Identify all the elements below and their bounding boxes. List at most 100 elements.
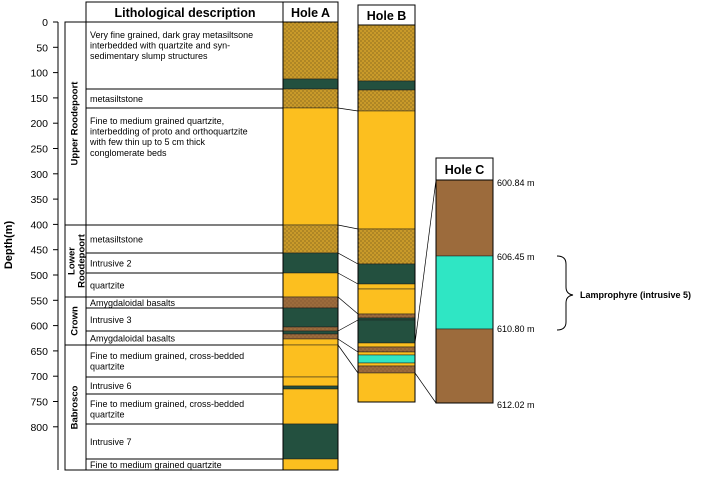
- holeB-layer: [357, 228, 416, 265]
- holeB-layer: [357, 372, 416, 403]
- description-text-d1: sedimentary slump structures: [90, 51, 208, 61]
- hole-a-column: [282, 21, 339, 471]
- hole-c-depth-2: 606.45 m: [497, 252, 535, 262]
- holeB-layer: [357, 288, 416, 315]
- depth-tick-label: 300: [30, 169, 48, 181]
- description-text-d8: Intrusive 3: [90, 315, 132, 325]
- depth-axis-label: Depth(m): [3, 221, 15, 270]
- description-text-d7: Amygdaloidal basalts: [90, 298, 176, 308]
- description-box-d3: [85, 107, 285, 226]
- depth-tick-label: 50: [36, 42, 48, 54]
- description-text-d10: Fine to medium grained, cross-bedded: [90, 351, 244, 361]
- description-box-d13: [85, 423, 285, 460]
- depth-tick-label: 800: [30, 422, 48, 434]
- depth-tick-label: 500: [30, 270, 48, 282]
- correlation-lines: [337, 107, 437, 404]
- holeA-layer: [282, 107, 339, 226]
- holeA-layer: [282, 326, 339, 332]
- depth-axis-ticks: 0501001502002503003504004505005506006507…: [30, 17, 59, 470]
- holeB-layer: [357, 110, 416, 230]
- group-label-lower: LowerRoodepoort: [67, 233, 88, 288]
- correlation-line: [337, 296, 359, 315]
- holeA-layer: [282, 388, 339, 425]
- holeC-layer: [435, 179, 494, 257]
- holeC-layer: [435, 328, 494, 404]
- description-box-d12: [85, 393, 285, 425]
- correlation-line: [337, 272, 359, 285]
- correlation-line: [414, 372, 437, 404]
- description-text-d14: Fine to medium grained quartzite: [90, 460, 222, 470]
- holeA-layer: [282, 376, 339, 387]
- holeA-layer: [282, 224, 339, 254]
- holeA-layer: [282, 296, 339, 309]
- holeA-layer: [282, 330, 339, 335]
- holeB-layer: [357, 80, 416, 91]
- lamprophyre-bracket: [556, 255, 574, 331]
- holeB-layer: [357, 346, 416, 353]
- hole-c-column: [435, 179, 494, 404]
- holeC-layer: [435, 255, 494, 330]
- holeB-layer: [357, 365, 416, 374]
- description-text-d11: Intrusive 6: [90, 381, 132, 391]
- group-label-upper: Upper Roodepoort: [70, 81, 81, 166]
- depth-tick-label: 400: [30, 219, 48, 231]
- holeA-layer: [282, 385, 339, 390]
- description-text-d1: interbedded with quartzite and syn-: [90, 41, 230, 51]
- correlation-line: [337, 107, 359, 112]
- description-text-d3: conglomerate beds: [90, 148, 167, 158]
- hole-c-depth-3: 610.80 m: [497, 324, 535, 334]
- hole-a-title: Hole A: [291, 6, 330, 20]
- holeA-layer: [282, 272, 339, 298]
- holeA-layer: [282, 458, 339, 471]
- holeA-layer: [282, 88, 339, 109]
- description-text-d2: metasiltstone: [90, 94, 143, 104]
- group-label-crown: Crown: [70, 306, 81, 336]
- holeB-layer: [357, 317, 416, 321]
- holeB-layer: [357, 362, 416, 367]
- holeB-layer: [357, 351, 416, 356]
- depth-tick-label: 250: [30, 144, 48, 156]
- lithology-descriptions: Very fine grained, dark gray metasiltson…: [85, 21, 285, 471]
- group-label-babrosco: Babrosco: [70, 385, 81, 429]
- group-label-line: Lower: [67, 247, 78, 275]
- holeA-layer: [282, 252, 339, 274]
- description-text-d3: interbedding of proto and orthoquartzite: [90, 127, 248, 137]
- description-text-d9: Amygdaloidal basalts: [90, 333, 176, 343]
- hole-b-title: Hole B: [367, 9, 407, 23]
- correlation-line: [337, 344, 359, 374]
- holeA-layer: [282, 344, 339, 378]
- correlation-line: [414, 179, 437, 344]
- depth-tick-label: 100: [30, 68, 48, 80]
- description-text-d3: with few thin up to 5 cm thick: [89, 137, 206, 147]
- description-text-d6: quartzite: [90, 280, 125, 290]
- description-text-d10: quartzite: [90, 362, 125, 372]
- holeA-border: [282, 21, 339, 471]
- hole-c-title: Hole C: [445, 163, 485, 177]
- description-text-d12: Fine to medium grained, cross-bedded: [90, 399, 244, 409]
- holeA-layer: [282, 423, 339, 460]
- depth-tick-label: 450: [30, 245, 48, 257]
- holeB-layer: [357, 24, 416, 82]
- holeB-layer: [357, 313, 416, 319]
- depth-tick-label: 550: [30, 295, 48, 307]
- holeA-layer: [282, 21, 339, 80]
- description-text-d13: Intrusive 7: [90, 437, 132, 447]
- description-box-d4: [85, 224, 285, 254]
- correlation-line: [337, 319, 359, 332]
- holeB-layer: [357, 342, 416, 348]
- lithology-title: Lithological description: [115, 6, 256, 20]
- hole-b-column: [357, 24, 416, 403]
- description-text-d4: metasiltstone: [90, 234, 143, 244]
- holeB-layer: [357, 89, 416, 112]
- correlation-line: [337, 224, 359, 230]
- holeA-layer: [282, 307, 339, 328]
- holeA-layer: [282, 78, 339, 90]
- depth-tick-label: 0: [42, 17, 48, 29]
- holeB-layer: [357, 319, 416, 344]
- depth-tick-label: 150: [30, 93, 48, 105]
- holeA-layer: [282, 338, 339, 346]
- holeC-border: [435, 179, 494, 404]
- description-text-d5: Intrusive 2: [90, 258, 132, 268]
- correlation-line: [337, 252, 359, 265]
